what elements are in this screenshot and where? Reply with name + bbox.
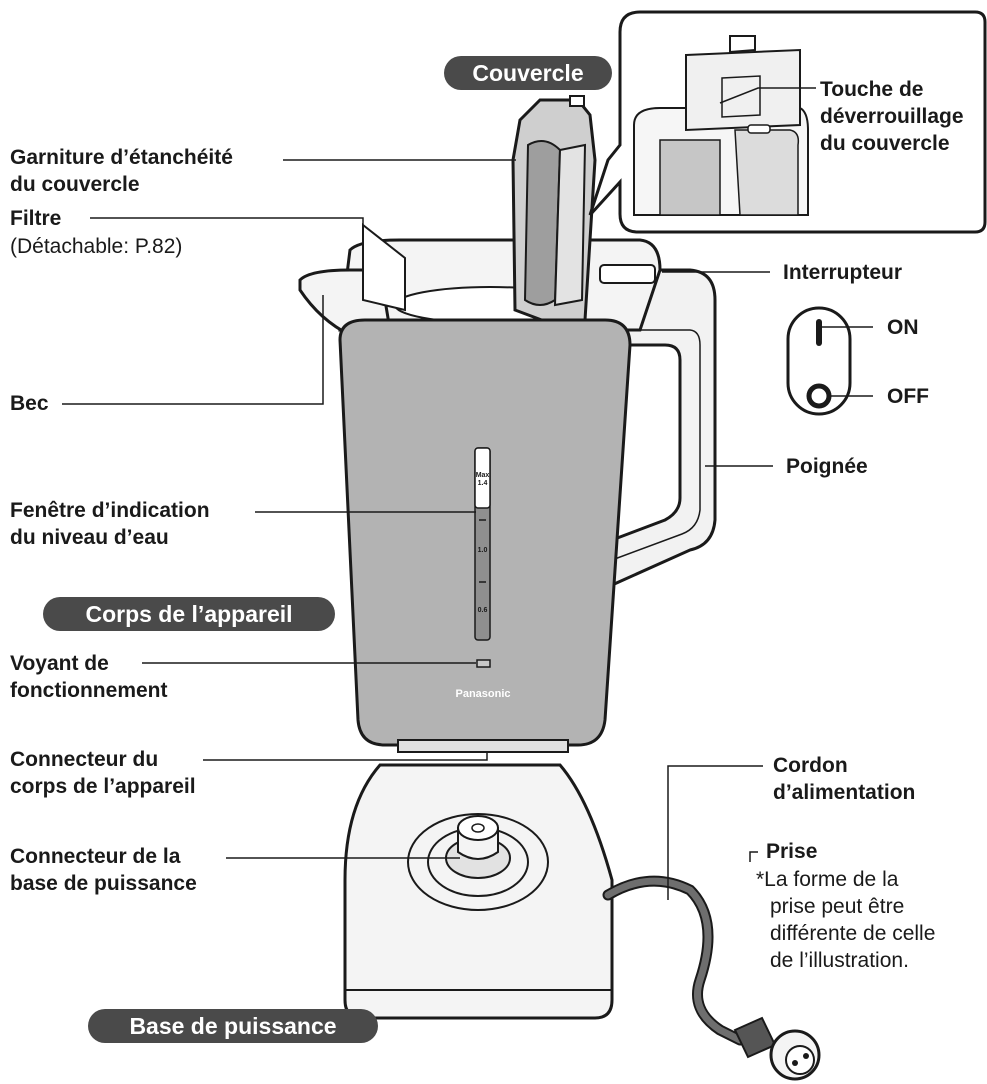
label-cord: Cordon d’alimentation [773, 754, 916, 804]
gauge-mark-2: 0.6 [478, 607, 488, 614]
power-cord [602, 875, 746, 1046]
power-base [343, 763, 614, 1020]
label-lid-gasket: Garniture d’étanchéité du couvercle [10, 146, 233, 196]
section-body: Corps de l’appareil [43, 597, 335, 631]
label-off: OFF [887, 385, 929, 408]
label-plug: Prise [766, 840, 818, 863]
plug-icon [733, 1016, 821, 1081]
plug-note: *La forme de la prise peut être différen… [756, 868, 936, 972]
gauge-max: Max [476, 472, 490, 479]
gauge-mark-1: 1.0 [478, 547, 488, 554]
indicator-light [476, 659, 491, 668]
label-filter-note: (Détachable: P.82) [10, 235, 183, 258]
label-spout: Bec [10, 392, 49, 415]
filter-shape [362, 222, 406, 312]
section-base: Base de puissance [88, 1009, 378, 1043]
brand-logo: Panasonic [455, 688, 510, 700]
label-handle: Poignée [786, 455, 868, 478]
label-filter: Filtre [10, 207, 62, 230]
label-indicator: Voyant de fonctionnement [10, 652, 168, 702]
label-water-window: Fenêtre d’indication du niveau d’eau [10, 499, 210, 549]
switch-slot [599, 264, 656, 284]
gauge-max-value: 1.4 [478, 480, 488, 487]
label-base-connector: Connecteur de la base de puissance [10, 845, 197, 895]
inset-lid-detail [633, 35, 809, 216]
switch-icon [786, 306, 852, 416]
label-on: ON [887, 316, 919, 339]
leader-lines [62, 87, 873, 900]
label-lid-release: Touche de déverrouillage du couvercle [820, 78, 964, 155]
kettle-bottom [397, 739, 569, 753]
section-lid: Couvercle [444, 56, 612, 90]
label-body-connector: Connecteur du corps de l’appareil [10, 748, 196, 798]
label-switch: Interrupteur [783, 261, 903, 284]
